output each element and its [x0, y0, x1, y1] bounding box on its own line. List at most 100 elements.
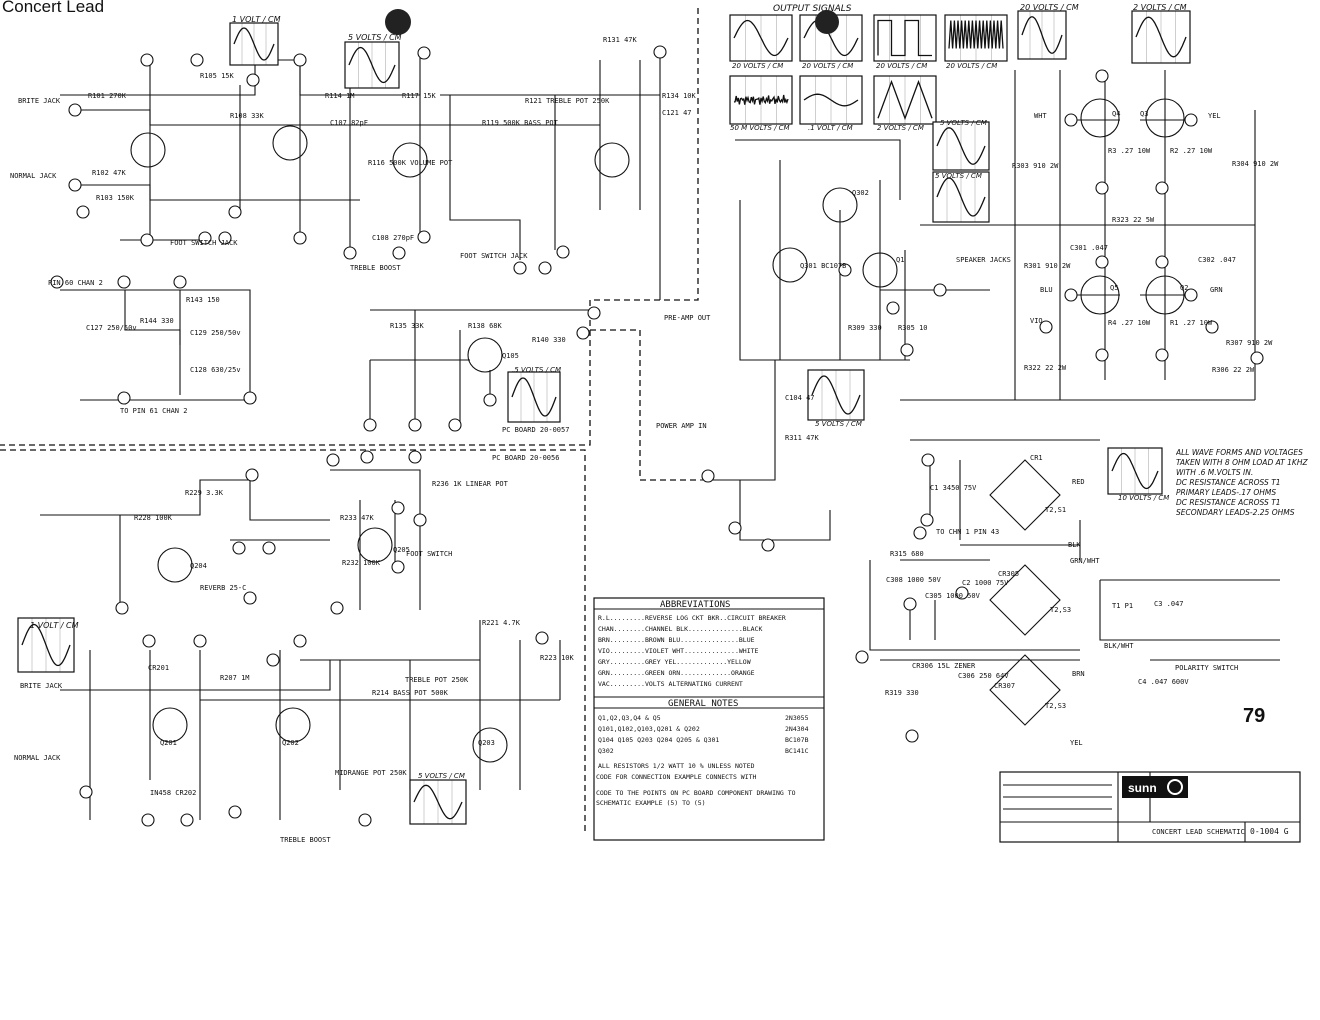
scope-label-mid3: 5 VOLTS / CM [815, 420, 862, 428]
transistors [130, 98, 1185, 763]
label-t1: T1 P1 [1112, 602, 1133, 610]
label-r1: R1 .27 10W [1170, 319, 1213, 327]
general-notes-heading: GENERAL NOTES [668, 699, 738, 709]
scope-label-r10: 10 VOLTS / CM [1118, 494, 1169, 502]
label-r311: R311 47K [785, 434, 820, 442]
label-c4: C4 .047 600V [1138, 678, 1189, 686]
label-r121: R121 TREBLE POT 250K [525, 97, 610, 105]
label-c302: C302 .047 [1198, 256, 1236, 264]
label-r319: R319 330 [885, 689, 919, 697]
speaker-jacks-label: SPEAKER JACKS [956, 256, 1011, 264]
notes: ALL WAVE FORMS AND VOLTAGES TAKEN WITH 8… [1176, 448, 1308, 517]
notes-row-value: BC107B [785, 736, 809, 744]
label-c107: C107 82pF [330, 119, 368, 127]
label-r102: R102 47K [92, 169, 127, 177]
label-wht: WHT [1034, 112, 1047, 120]
label-c104: C104 47 [785, 394, 815, 402]
label-r301: R301 910 2W [1024, 262, 1071, 270]
label-c121: C121 47 [662, 109, 692, 117]
label-c129: C129 250/50v [190, 329, 241, 337]
oscilloscope-trace [1107, 447, 1163, 495]
label-cr307: CR307 [994, 682, 1015, 690]
drawing-title: CONCERT LEAD SCHEMATIC [1152, 828, 1245, 836]
label-r303: R303 910 2W [1012, 162, 1059, 170]
label-r306: R306 22 2W [1212, 366, 1255, 374]
label-pc-board-1: PC BOARD 20-0057 [502, 426, 569, 434]
page-number: 79 [1243, 705, 1265, 727]
label-c306: C306 250 64V [958, 672, 1009, 680]
scope-label-o2: 20 VOLTS / CM [802, 62, 853, 70]
label-q105: Q105 [502, 352, 519, 360]
label-q3: Q3 [1140, 110, 1148, 118]
normal-jack2-label: NORMAL JACK [14, 754, 61, 762]
node-markers [50, 45, 1264, 827]
label-r108: R108 33K [230, 112, 265, 120]
label-yel-top: YEL [1208, 112, 1221, 120]
label-to-pin61: TO PIN 61 CHAN 2 [120, 407, 187, 415]
label-r119: R119 500K BASS POT [482, 119, 559, 127]
label-q202: Q202 [282, 739, 299, 747]
dc-note-secondary: DC RESISTANCE ACROSS T1 SECONDARY LEADS-… [1176, 498, 1295, 517]
abbreviations-heading: ABBREVIATIONS [660, 600, 730, 610]
abbrev-row: R.L.........REVERSE LOG CKT BKR..CIRCUIT… [598, 614, 786, 622]
label-blk-wht: BLK/WHT [1104, 642, 1134, 650]
label-bass-pot2: R214 BASS POT 500K [372, 689, 449, 697]
label-q302: Q302 [852, 189, 869, 197]
drawing-number: 0-1004 G [1250, 827, 1289, 836]
normal-jack-label: NORMAL JACK [10, 172, 57, 180]
label-c108: C108 270pF [372, 234, 414, 242]
label-q301: Q301 BC107B [800, 262, 846, 270]
page-title: Concert Lead [2, 0, 105, 16]
label-r309: R309 330 [848, 324, 882, 332]
abbreviations-panel: ABBREVIATIONS R.L.........REVERSE LOG CK… [593, 597, 825, 841]
jack-labels: BRITE JACK NORMAL JACK FOOT SWITCH JACK … [10, 97, 1011, 762]
punch-hole-icon [815, 10, 839, 34]
label-q205: Q205 [393, 546, 410, 554]
power-amp-in-label: POWER AMP IN [656, 422, 707, 430]
label-c305: C305 1000 50V [925, 592, 981, 600]
label-treble-boost: TREBLE BOOST [350, 264, 401, 272]
scope-label-o4: 20 VOLTS / CM [946, 62, 997, 70]
oscilloscope-trace [409, 779, 467, 825]
resistor-note: ALL RESISTORS 1/2 WATT 10 % UNLESS NOTED [598, 762, 755, 770]
brite-jack2-label: BRITE JACK [20, 682, 63, 690]
wave-note: ALL WAVE FORMS AND VOLTAGES TAKEN WITH 8… [1176, 448, 1308, 477]
label-midrange-pot2: MIDRANGE POT 250K [335, 769, 407, 777]
label-c308: C308 1000 50V [886, 576, 942, 584]
notes-row-value: 2N3055 [785, 714, 809, 722]
notes-row-label: Q302 [598, 747, 614, 755]
oscilloscope-trace [507, 371, 561, 423]
scope-label-top3: 20 VOLTS / CM [1020, 3, 1079, 12]
label-c3: C3 .047 [1154, 600, 1184, 608]
oscilloscope-trace [799, 75, 863, 125]
label-r207: R207 1M [220, 674, 250, 682]
oscilloscope-trace [344, 41, 400, 89]
label-r232: R232 100K [342, 559, 381, 567]
scope-label-b2: 5 VOLTS / CM [418, 772, 465, 780]
label-c128: C128 630/25v [190, 366, 241, 374]
label-r228: R228 100K [134, 514, 173, 522]
label-r131: R131 47K [603, 36, 638, 44]
label-brn: BRN [1072, 670, 1085, 678]
label-treble-pot2: TREBLE POT 250K [405, 676, 469, 684]
bridge-rectifiers [989, 459, 1061, 726]
label-r233: R233 47K [340, 514, 375, 522]
label-q204: Q204 [190, 562, 207, 570]
brite-jack-label: BRITE JACK [18, 97, 61, 105]
label-r101: R101 270K [88, 92, 127, 100]
label-q4: Q4 [1112, 110, 1120, 118]
label-grn: GRN [1210, 286, 1223, 294]
title-block: sunn CONCERT LEAD SCHEMATIC 0-1004 G [999, 771, 1301, 843]
scope-labels: 1 VOLT / CM 5 VOLTS / CM 20 VOLTS / CM 2… [30, 3, 1187, 780]
label-polarity: POLARITY SWITCH [1175, 664, 1238, 672]
label-cr306: CR306 15L ZENER [912, 662, 976, 670]
foot-switch-jack-label: FOOT SWITCH JACK [170, 239, 238, 247]
oscilloscope-trace [17, 617, 75, 673]
label-q203: Q203 [478, 739, 495, 747]
notes-row-value: BC141C [785, 747, 809, 755]
label-r236: R236 1K LINEAR POT [432, 480, 509, 488]
label-reverb: REVERB 25-C [200, 584, 246, 592]
preamp-out-label: PRE-AMP OUT [664, 314, 711, 322]
notes-row-label: Q104 Q105 Q203 Q204 Q205 & Q301 [598, 736, 719, 744]
